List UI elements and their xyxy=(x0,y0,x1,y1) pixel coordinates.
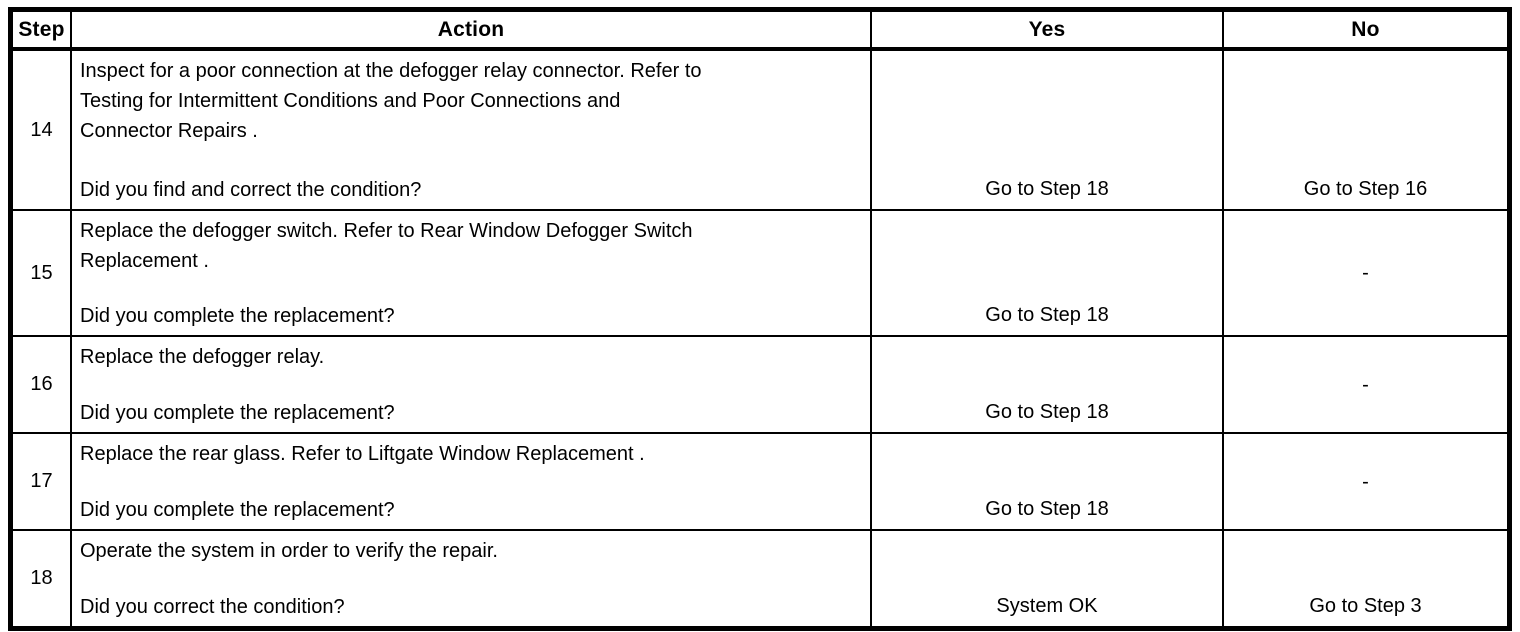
action-cell: Replace the defogger switch. Refer to Re… xyxy=(72,211,872,335)
no-result: - xyxy=(1362,470,1369,493)
step-number: 17 xyxy=(13,434,72,529)
action-description: Inspect for a poor connection at the def… xyxy=(80,60,702,142)
yes-result: Go to Step 18 xyxy=(872,51,1224,209)
action-description: Replace the rear glass. Refer to Liftgat… xyxy=(80,443,645,465)
action-question: Did you complete the replacement? xyxy=(80,305,395,327)
table-row: 16 Replace the defogger relay. Did you c… xyxy=(13,337,1507,434)
action-cell: Replace the rear glass. Refer to Liftgat… xyxy=(72,434,872,529)
action-cell: Inspect for a poor connection at the def… xyxy=(72,51,872,209)
header-yes: Yes xyxy=(872,12,1224,47)
action-cell: Replace the defogger relay. Did you comp… xyxy=(72,337,872,432)
action-description: Operate the system in order to verify th… xyxy=(80,540,498,562)
table-header-row: Step Action Yes No xyxy=(13,12,1507,51)
step-number: 18 xyxy=(13,531,72,626)
action-question: Did you complete the replacement? xyxy=(80,499,395,521)
table-row: 17 Replace the rear glass. Refer to Lift… xyxy=(13,434,1507,531)
action-question: Did you correct the condition? xyxy=(80,596,345,618)
no-result: Go to Step 16 xyxy=(1303,178,1428,200)
action-question: Did you find and correct the condition? xyxy=(80,179,422,201)
no-result: - xyxy=(1362,262,1369,284)
header-no: No xyxy=(1351,17,1380,41)
step-number: 16 xyxy=(13,337,72,432)
yes-result: Go to Step 18 xyxy=(872,337,1224,432)
table-row: 18 Operate the system in order to verify… xyxy=(13,531,1507,626)
action-description: Replace the defogger relay. xyxy=(80,346,325,368)
action-description: Replace the defogger switch. Refer to Re… xyxy=(80,220,693,272)
yes-result: System OK xyxy=(872,531,1224,626)
no-result: Go to Step 3 xyxy=(1309,595,1422,617)
yes-result: Go to Step 18 xyxy=(872,211,1224,335)
table-row: 14 Inspect for a poor connection at the … xyxy=(13,51,1507,211)
step-number: 15 xyxy=(13,211,72,335)
table-row: 15 Replace the defogger switch. Refer to… xyxy=(13,211,1507,337)
action-question: Did you complete the replacement? xyxy=(80,402,395,424)
diagnostic-step-table: Step Action Yes No 14 Inspect for a poor… xyxy=(8,7,1512,631)
step-number: 14 xyxy=(13,51,72,209)
action-cell: Operate the system in order to verify th… xyxy=(72,531,872,626)
header-step: Step xyxy=(13,12,72,47)
yes-result: Go to Step 18 xyxy=(872,434,1224,529)
no-result: - xyxy=(1362,373,1369,396)
header-action: Action xyxy=(72,12,872,47)
